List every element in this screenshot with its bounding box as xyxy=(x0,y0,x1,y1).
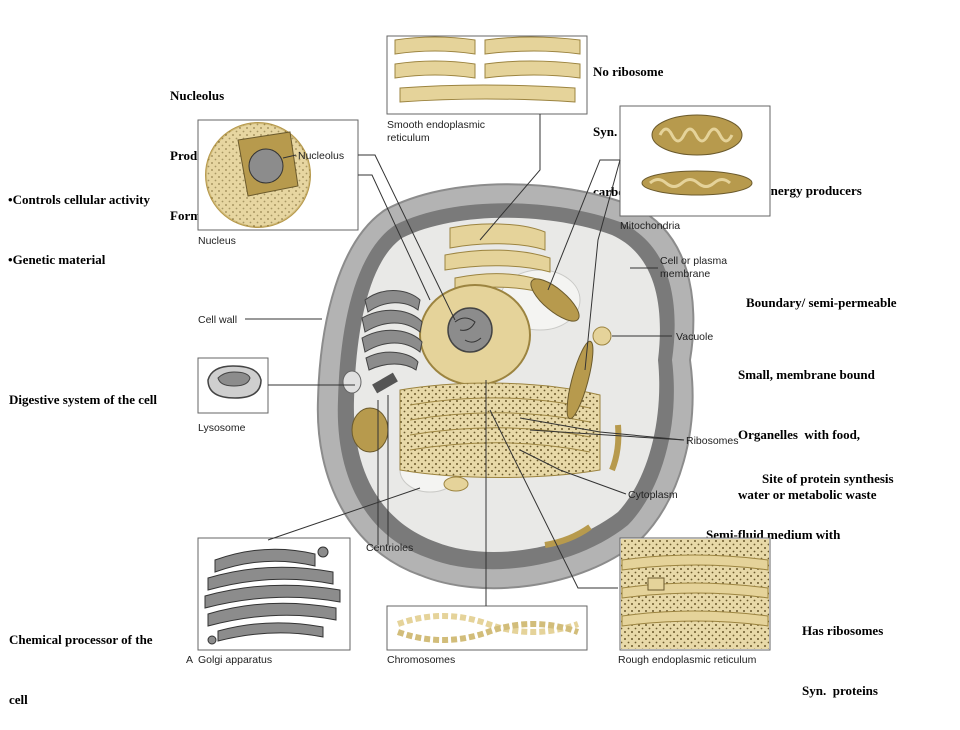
membrane-label: membrane xyxy=(660,268,710,280)
golgi-inset: A Golgi apparatus xyxy=(186,537,351,666)
lysosome-label: Lysosome xyxy=(198,422,246,434)
annotation-line: Chemical processor of the xyxy=(9,632,153,647)
golgi-in-cell xyxy=(361,290,423,371)
nucleolus-in-cell xyxy=(447,307,493,353)
annotation-line: Syn. proteins xyxy=(802,683,878,698)
membrane-label: Cell or plasma xyxy=(660,255,727,267)
annotation-line: Site of protein synthesis xyxy=(762,471,894,486)
cell-wall-label: Cell wall xyxy=(198,314,237,326)
smooth-er-label: Smooth endoplasmic xyxy=(387,119,485,131)
annotation-lysosome: Digestive system of the cell xyxy=(9,350,157,430)
annotation-line: cell xyxy=(9,692,28,707)
chromosomes-label: Chromosomes xyxy=(387,654,455,666)
lysosome-inset: Lysosome xyxy=(197,357,269,434)
annotation-line: Energy producers xyxy=(762,183,862,198)
rough-er-inset: Rough endoplasmic reticulum xyxy=(618,537,771,666)
mitochondria-label: Mitochondria xyxy=(620,220,680,232)
centrioles-label: Centrioles xyxy=(366,542,413,554)
annotation-membrane: Boundary/ semi-permeable xyxy=(746,253,897,333)
annotation-rough-er: Has ribosomes Syn. proteins xyxy=(802,581,883,721)
vacuole-label: Vacuole xyxy=(676,331,713,343)
annotation-line: Nucleolus xyxy=(170,88,225,103)
svg-text:Smooth endoplasmic: Smooth endoplasmic xyxy=(387,119,485,131)
golgi-letter: A xyxy=(186,654,193,666)
leader-lines xyxy=(245,114,685,606)
annotation-line: Controls cellular activity xyxy=(8,190,150,210)
annotation-line: Digestive system of the cell xyxy=(9,392,158,407)
rough-er-label: Rough endoplasmic reticulum xyxy=(618,654,757,666)
annotation-line: water or metabolic waste xyxy=(738,487,877,502)
annotation-line: Genetic material xyxy=(8,250,150,270)
annotation-line: No ribosome xyxy=(593,64,664,79)
cytoplasm-label: Cytoplasm xyxy=(628,489,678,501)
nucleus-label: Nucleus xyxy=(198,235,236,247)
annotation-mitochondria: Energy producers xyxy=(762,141,862,221)
annotation-line: Has ribosomes xyxy=(802,623,884,638)
chromosomes-inset: Chromosomes xyxy=(386,605,588,666)
nucleolus-label: Nucleolus xyxy=(298,150,344,162)
mitochondria-in-cell xyxy=(351,278,594,453)
annotation-nucleus: Controls cellular activity Genetic mater… xyxy=(8,150,150,290)
annotation-line: Organelles with food, xyxy=(738,427,861,442)
annotation-line: Small, membrane bound xyxy=(738,367,875,382)
vacuole-in-cell xyxy=(592,326,612,346)
annotation-vacuole: Small, membrane bound Organelles with fo… xyxy=(738,325,877,525)
centrioles-in-cell xyxy=(372,372,398,394)
nucleus-inset: Nucleolus Nucleus xyxy=(197,119,359,247)
smooth-er-label: reticulum xyxy=(387,132,430,144)
annotation-golgi: Chemical processor of the cell xyxy=(9,590,153,730)
annotation-line: Boundary/ semi-permeable xyxy=(746,295,897,310)
mitochondria-inset: Mitochondria xyxy=(619,105,771,232)
svg-text:reticulum: reticulum xyxy=(387,132,430,144)
smooth-er-inset: Smooth endoplasmic reticulum xyxy=(386,35,588,144)
annotation-ribosomes: Site of protein synthesis xyxy=(762,429,894,509)
golgi-label: Golgi apparatus xyxy=(198,654,272,666)
ribosomes-label: Ribosomes xyxy=(686,435,739,447)
